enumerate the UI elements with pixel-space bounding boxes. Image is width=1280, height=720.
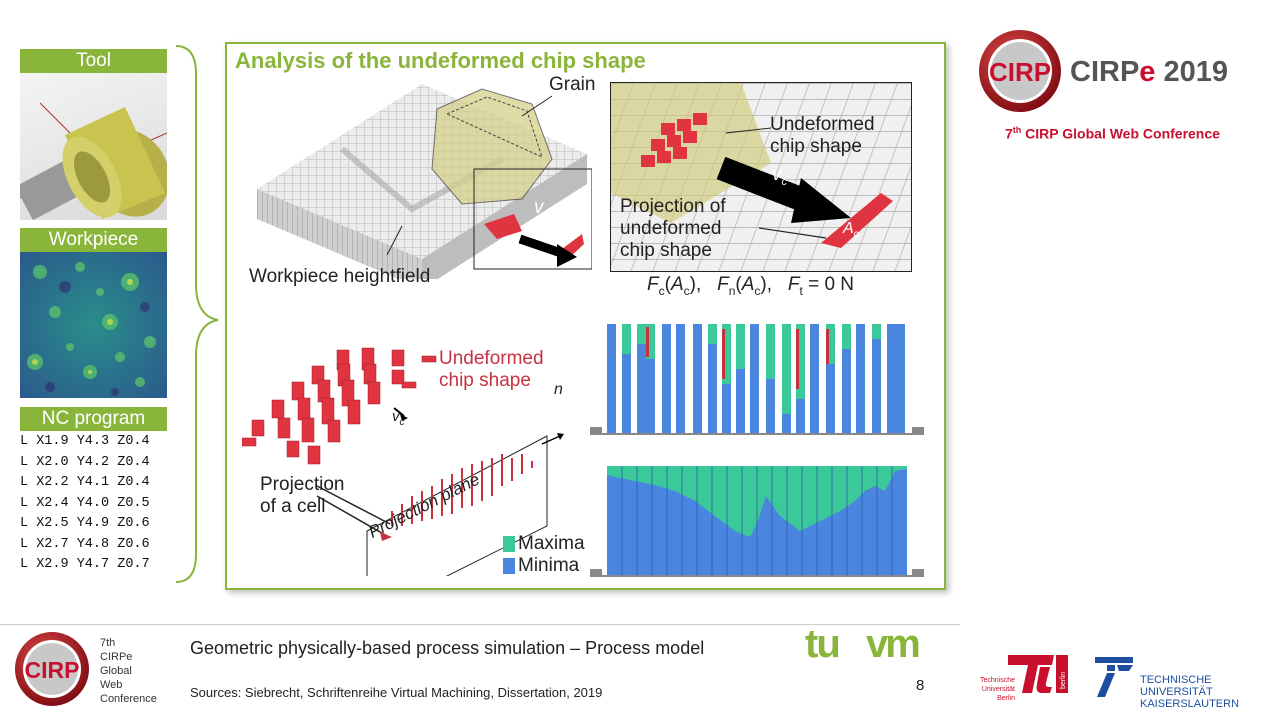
nc-line: L X2.0 Y4.2 Z0.4 [20, 454, 150, 470]
workpiece-heightfield-label: Workpiece heightfield [249, 266, 431, 287]
tu-kaiserslautern-text: Technische Universität Kaiserslautern [1140, 674, 1240, 710]
legend-maxima-swatch [503, 536, 515, 552]
tool-image [20, 73, 167, 220]
undeformed-label-2: chip shape [770, 136, 862, 157]
chart-top [590, 324, 924, 435]
nc-line: L X2.4 Y4.0 Z0.5 [20, 495, 150, 511]
chart-bottom [590, 466, 924, 577]
tu-logo: tu [805, 622, 841, 666]
projection-cell-label-2: of a cell [260, 496, 326, 517]
workpiece-heightmap-image [20, 252, 167, 398]
nc-line: L X2.5 Y4.9 Z0.6 [20, 516, 150, 531]
vc-label-large: vc [772, 164, 787, 188]
projection-illustration [242, 347, 564, 576]
tool-label: Tool [20, 49, 167, 73]
projection-cell-label-1: Projection [260, 474, 345, 495]
nc-line: L X2.9 Y4.7 Z0.7 [20, 557, 150, 572]
svg-text:CIRP: CIRP [989, 57, 1051, 87]
legend-minima-swatch [503, 558, 515, 574]
chip-profile-charts [590, 324, 924, 577]
normal-vector-label: n [554, 381, 563, 398]
nc-program-label: NC program [20, 407, 167, 431]
nc-line: L X2.2 Y4.1 Z0.4 [20, 475, 150, 490]
curly-brace [175, 45, 219, 583]
legend-minima-label: Minima [518, 555, 580, 576]
svg-text:berlin: berlin [1060, 672, 1067, 689]
projection-label-2: undeformed [620, 218, 722, 239]
nc-line: L X2.7 Y4.8 Z0.6 [20, 536, 150, 552]
footer-conference-text: 7th CIRPe Global Web Conference [100, 637, 157, 705]
cirp-logo: CIRP [979, 30, 1061, 112]
footer-divider [0, 624, 960, 625]
undeformed-label-1: Undeformed [770, 114, 875, 135]
conference-subtitle: 7th CIRP Global Web Conference [1005, 125, 1220, 142]
vm-logo: vm [866, 622, 921, 666]
tu-berlin-logo: berlin [1008, 655, 1068, 693]
undeformed-red-label-2: chip shape [439, 370, 531, 391]
heightfield-illustration [257, 84, 592, 279]
projection-label-3: chip shape [620, 240, 712, 261]
vc-label-small: vc [534, 197, 549, 221]
legend-maxima-label: Maxima [518, 533, 585, 554]
grain-label: Grain [549, 74, 596, 95]
grain-pointer [521, 95, 553, 117]
projection-label-1: Projection of [620, 196, 726, 217]
page-number: 8 [916, 677, 925, 694]
panel-title: Analysis of the undeformed chip shape [235, 48, 646, 73]
tu-berlin-text: Technische Universität Berlin [979, 677, 1015, 702]
analysis-panel: Analysis of the undeformed chip shape Gr… [225, 42, 946, 590]
cirpe-2019-title: CIRPe 2019 [1070, 56, 1229, 88]
nc-line: L X1.9 Y4.3 Z0.4 [20, 434, 150, 449]
vc-label-projection: vc [392, 408, 405, 428]
workpiece-label: Workpiece [20, 228, 167, 252]
nc-program-listing: L X1.9 Y4.3 Z0.4 L X2.0 Y4.2 Z0.4 L X2.2… [20, 432, 150, 576]
footer-sources: Sources: Siebrecht, Schriftenreihe Virtu… [190, 685, 603, 700]
footer-title: Geometric physically-based process simul… [190, 638, 705, 658]
ac-label: Ac [843, 220, 859, 241]
svg-text:CIRP: CIRP [25, 657, 80, 683]
tu-kaiserslautern-logo [1095, 657, 1133, 697]
footer-cirp-logo: CIRP [15, 632, 89, 706]
undeformed-red-label-1: Undeformed [439, 348, 544, 369]
forces-formula: Fc(Ac), Fn(Ac), Ft = 0 N [647, 274, 855, 298]
zoom-inset [610, 82, 912, 272]
